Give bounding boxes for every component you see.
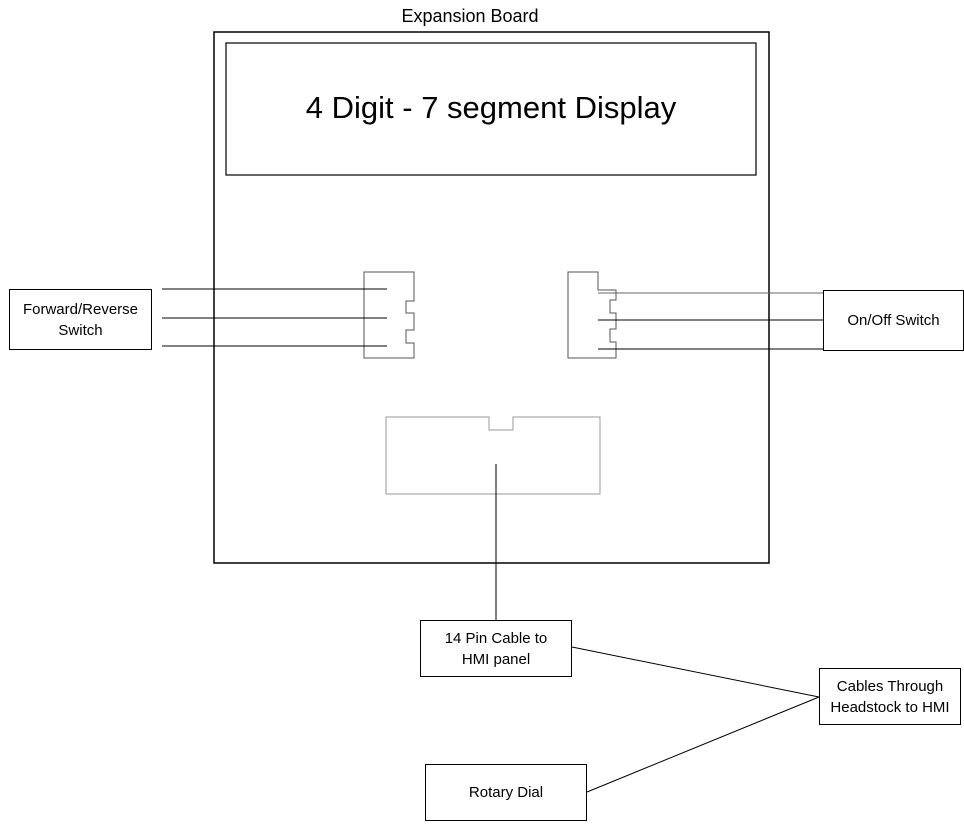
headstock-label-line2: Headstock to HMI — [830, 698, 950, 716]
forward-reverse-switch-box: Forward/Reverse Switch — [9, 289, 152, 350]
right-connector — [567, 271, 617, 359]
board-title: Expansion Board — [401, 6, 539, 26]
left-connector — [363, 271, 415, 359]
cable-to-headstock-line — [571, 646, 820, 698]
display-outline — [225, 42, 757, 176]
pin-cable-label-line1: 14 Pin Cable to — [444, 629, 548, 647]
expansion-board-outline — [213, 31, 770, 564]
rotary-to-headstock-line — [586, 696, 820, 793]
rotary-dial-box: Rotary Dial — [425, 764, 587, 821]
on-off-switch-box: On/Off Switch — [823, 290, 964, 351]
on-off-switch-label: On/Off Switch — [847, 312, 940, 329]
rotary-dial-label: Rotary Dial — [468, 784, 544, 801]
forward-reverse-label-line1: Forward/Reverse — [22, 300, 139, 318]
headstock-label-line1: Cables Through — [836, 677, 944, 695]
pin-cable-label-line2: HMI panel — [461, 650, 531, 668]
bottom-connector — [385, 416, 601, 495]
display-label: 4 Digit - 7 segment Display — [305, 90, 677, 125]
pin-cable-box: 14 Pin Cable to HMI panel — [420, 620, 572, 677]
headstock-cables-box: Cables Through Headstock to HMI — [819, 668, 961, 725]
forward-reverse-label-line2: Switch — [58, 321, 103, 339]
